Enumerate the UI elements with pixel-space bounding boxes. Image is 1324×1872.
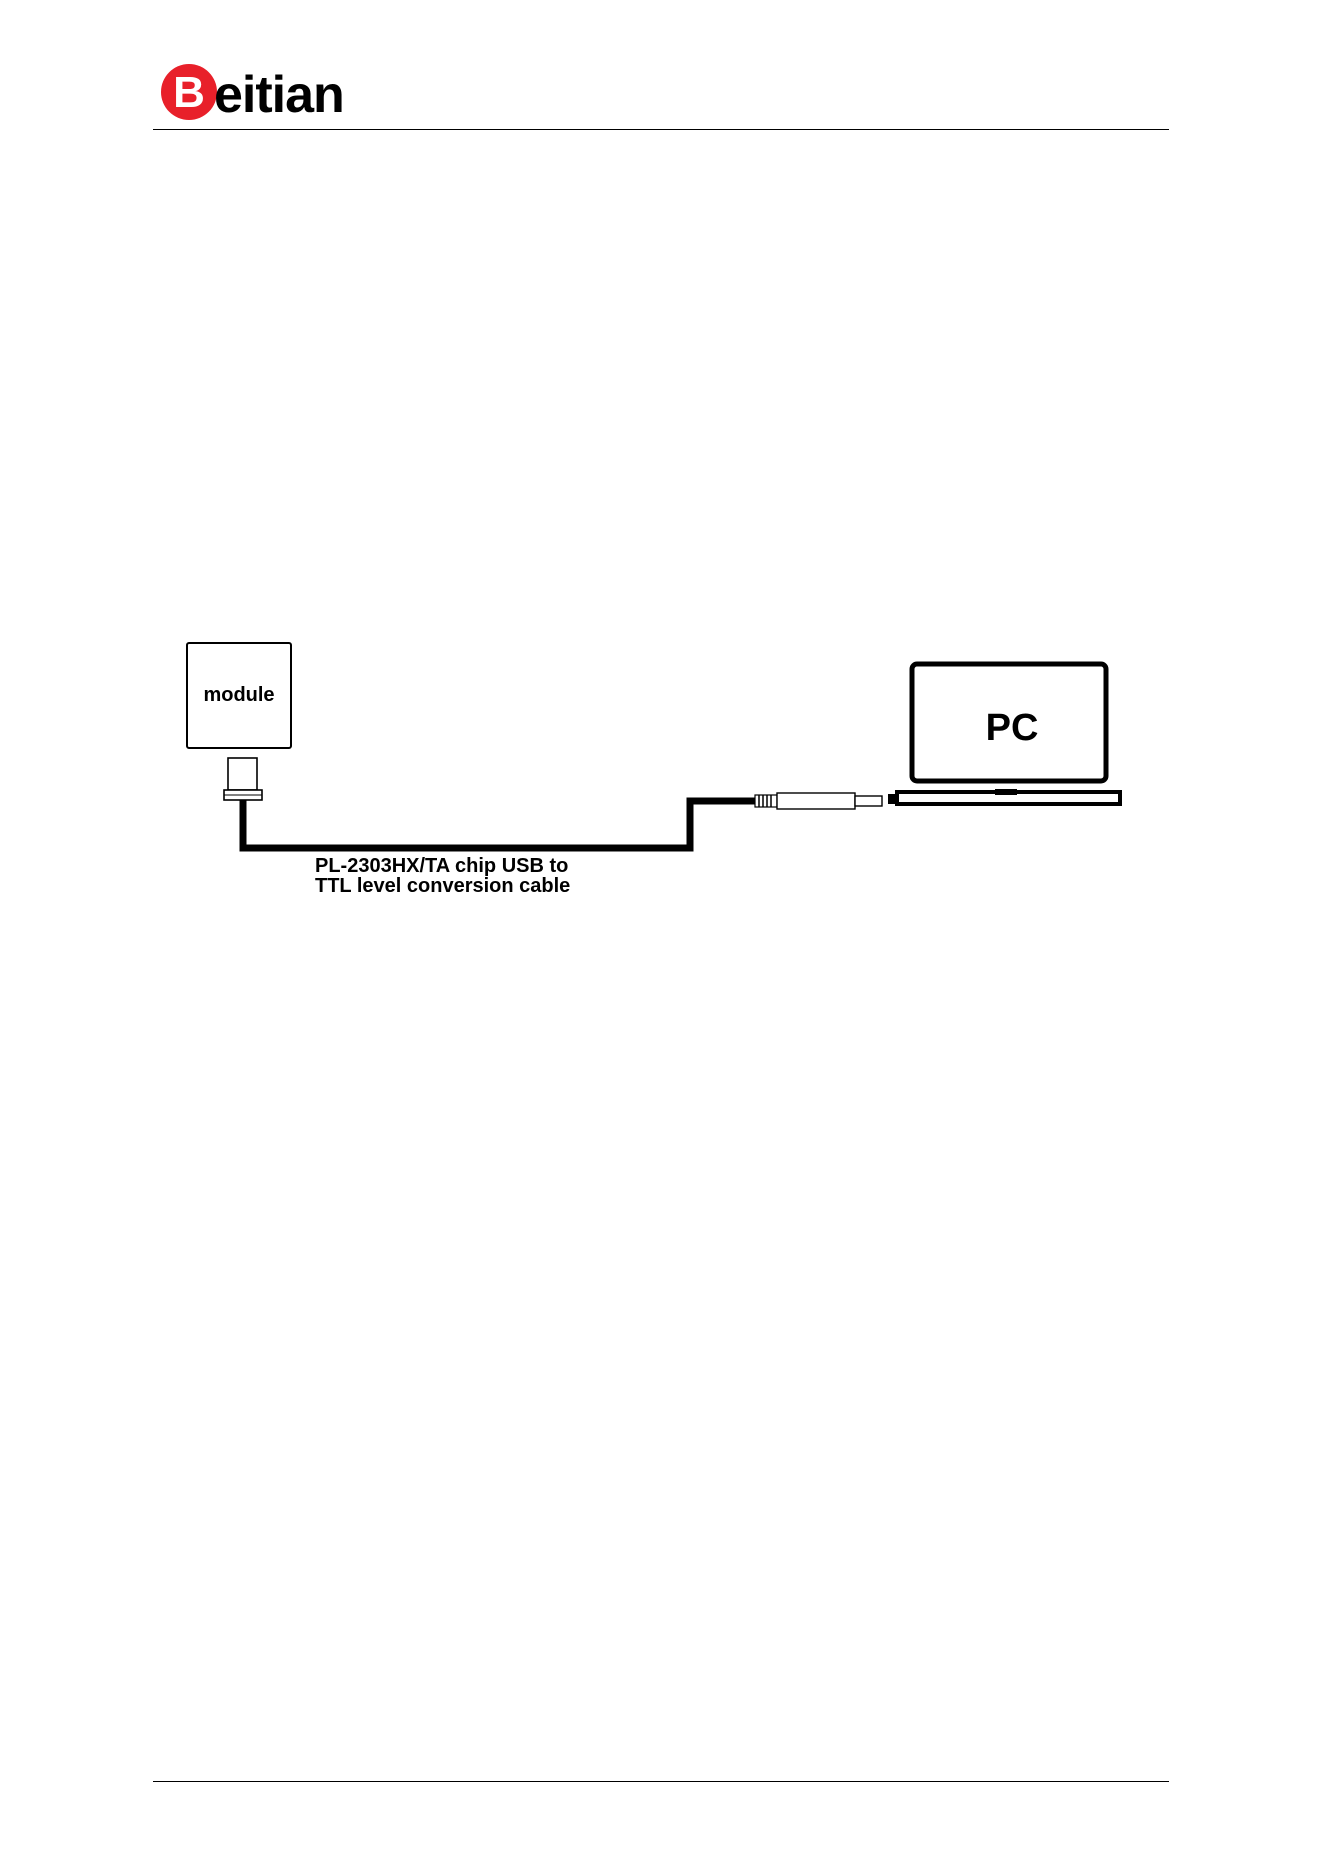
usb-plug-body — [777, 793, 855, 809]
usb-plug-tip — [855, 796, 882, 806]
pc-label: PC — [986, 707, 1039, 749]
pc-laptop: PC — [888, 664, 1120, 804]
cable-label-line-1: PL-2303HX/TA chip USB to — [315, 855, 568, 877]
cable-label-line-2: TTL level conversion cable — [315, 875, 570, 897]
conversion-cable — [243, 800, 755, 848]
pc-usb-port — [888, 794, 897, 804]
module-label: module — [203, 684, 274, 706]
module-connector-body — [228, 758, 257, 790]
usb-plug — [755, 793, 882, 809]
footer-divider — [153, 1781, 1169, 1782]
